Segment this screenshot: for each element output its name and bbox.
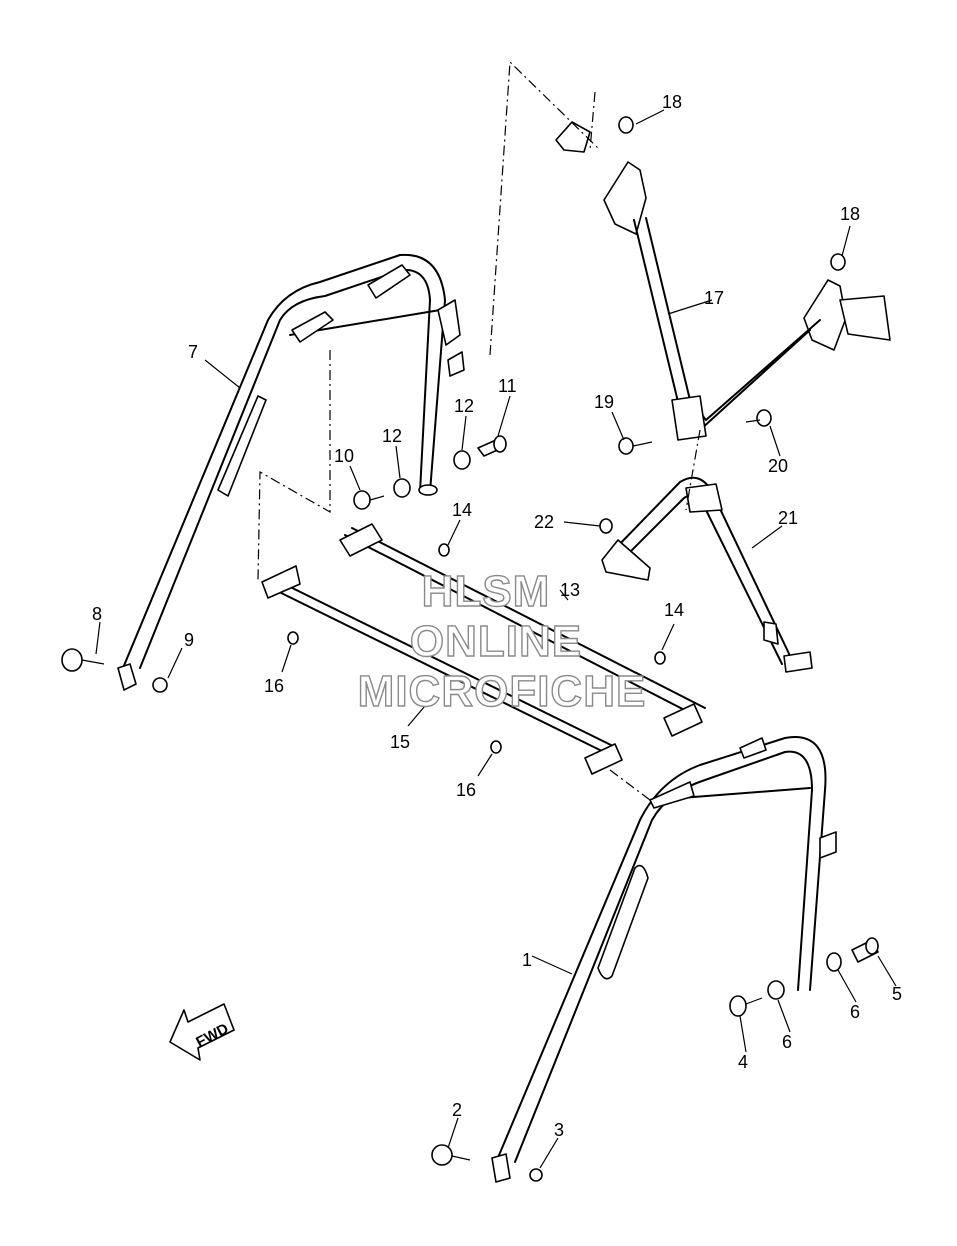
forward-arrow-icon: FWD	[169, 1003, 235, 1061]
callout-6a: 6	[850, 1002, 860, 1022]
callout-8: 8	[92, 604, 102, 624]
callout-7: 7	[188, 342, 198, 362]
front-rops-frame	[491, 736, 837, 1183]
watermark-line-2: ONLINE	[410, 617, 582, 666]
callout-4: 4	[738, 1052, 748, 1072]
fasteners	[61, 116, 879, 1182]
callout-6b: 6	[782, 1032, 792, 1052]
callout-13: 13	[560, 580, 580, 600]
watermark-line-1: HLSM	[422, 567, 551, 616]
reference-lines	[257, 60, 701, 801]
callout-3: 3	[554, 1120, 564, 1140]
callout-1: 1	[522, 950, 532, 970]
callout-18a: 18	[662, 92, 682, 112]
callout-19: 19	[594, 392, 614, 412]
callout-21: 21	[778, 508, 798, 528]
watermark-line-3: MICROFICHE	[358, 667, 647, 716]
callout-17: 17	[704, 288, 724, 308]
callout-16a: 16	[264, 676, 284, 696]
callout-9: 9	[184, 630, 194, 650]
callout-12b: 12	[382, 426, 402, 446]
callout-16b: 16	[456, 780, 476, 800]
cross-bars	[261, 523, 706, 775]
callout-11: 11	[498, 376, 517, 396]
callout-22: 22	[534, 512, 554, 532]
callout-10: 10	[334, 446, 354, 466]
rear-rops-frame	[117, 253, 465, 691]
leader-lines	[95, 109, 897, 1169]
callout-labels: 1 2 3 4 5 6 6 7 8 9 10 11 12 12 13 14 14…	[92, 92, 902, 1140]
callout-14a: 14	[452, 500, 472, 520]
watermark: HLSM ONLINE MICROFICHE	[357, 566, 647, 716]
callout-2: 2	[452, 1100, 462, 1120]
callout-20: 20	[768, 456, 788, 476]
upper-bracket-assembly	[555, 121, 891, 673]
callout-14b: 14	[664, 600, 684, 620]
callout-15: 15	[390, 732, 410, 752]
callout-12a: 12	[454, 396, 474, 416]
callout-18b: 18	[840, 204, 860, 224]
callout-5: 5	[892, 984, 902, 1004]
